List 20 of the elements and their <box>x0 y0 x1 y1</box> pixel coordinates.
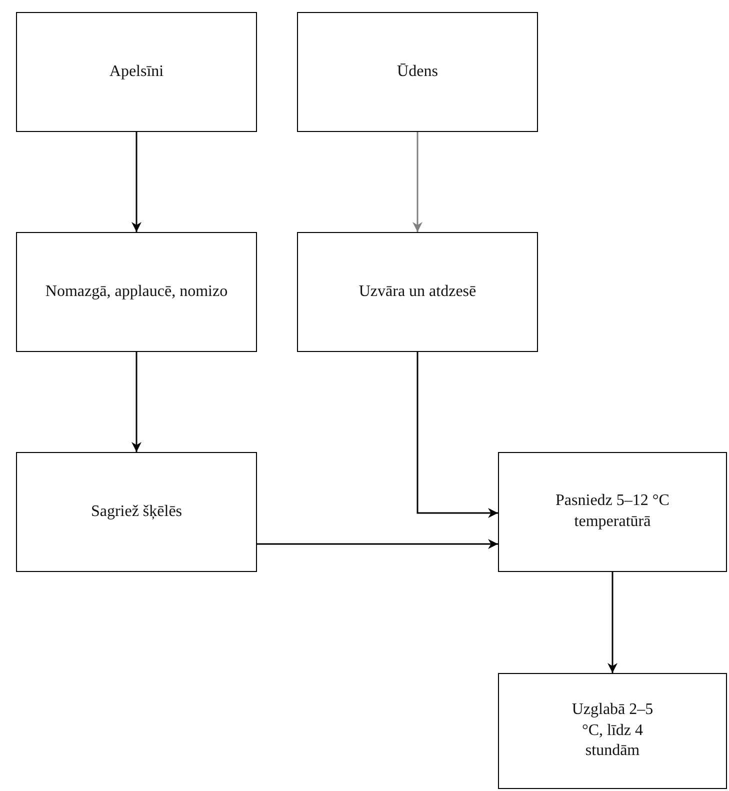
box-label: Uzglabā 2–5 °C, līdz 4 stundām <box>570 700 654 762</box>
process-box <box>297 12 538 132</box>
box-label: Nomazgā, applaucē, nomizo <box>45 282 228 302</box>
arrow <box>257 539 498 549</box>
process-box <box>16 12 257 132</box>
process-box <box>16 452 257 572</box>
arrow <box>608 572 618 673</box>
process-box <box>498 452 727 572</box>
arrow <box>132 352 142 452</box>
box-label: Uzvāra un atdzesē <box>358 282 476 302</box>
arrow <box>412 132 422 232</box>
process-box <box>498 673 727 789</box>
arrow <box>416 352 498 518</box>
arrow <box>132 132 142 232</box>
box-label: Ūdens <box>397 62 438 82</box>
process-box <box>297 232 538 352</box>
process-box <box>16 232 257 352</box>
box-label: Pasniedz 5–12 °C temperatūrā <box>554 491 670 532</box>
box-label: Sagriež šķēlēs <box>90 502 182 522</box>
box-label: Apelsīni <box>109 62 164 82</box>
